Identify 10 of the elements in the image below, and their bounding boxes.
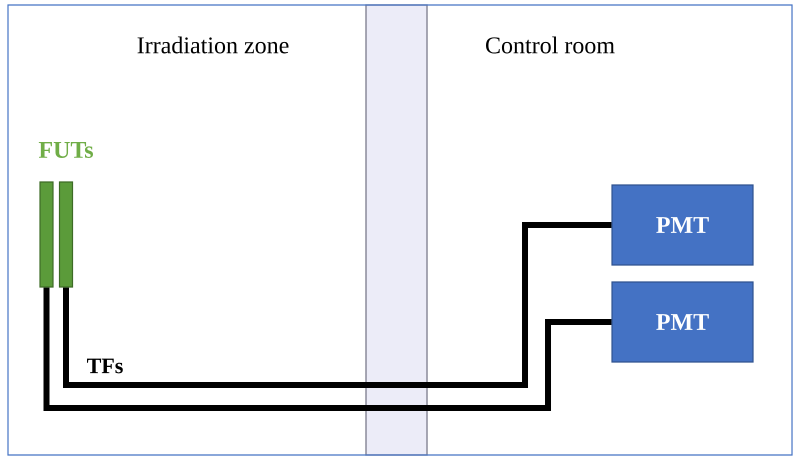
fiber-bar bbox=[58, 181, 74, 288]
fiber-bar bbox=[39, 181, 54, 288]
fiber-label: TFs bbox=[87, 358, 123, 374]
fiber-cable bbox=[44, 288, 612, 411]
zone-label: Irradiation zone bbox=[138, 36, 288, 54]
zone-label: Control room bbox=[486, 36, 615, 54]
pmt-box: PMT bbox=[611, 281, 754, 363]
pmt-box: PMT bbox=[611, 184, 754, 266]
fiber-label: FUTs bbox=[38, 142, 93, 158]
fiber-cable bbox=[63, 222, 612, 388]
